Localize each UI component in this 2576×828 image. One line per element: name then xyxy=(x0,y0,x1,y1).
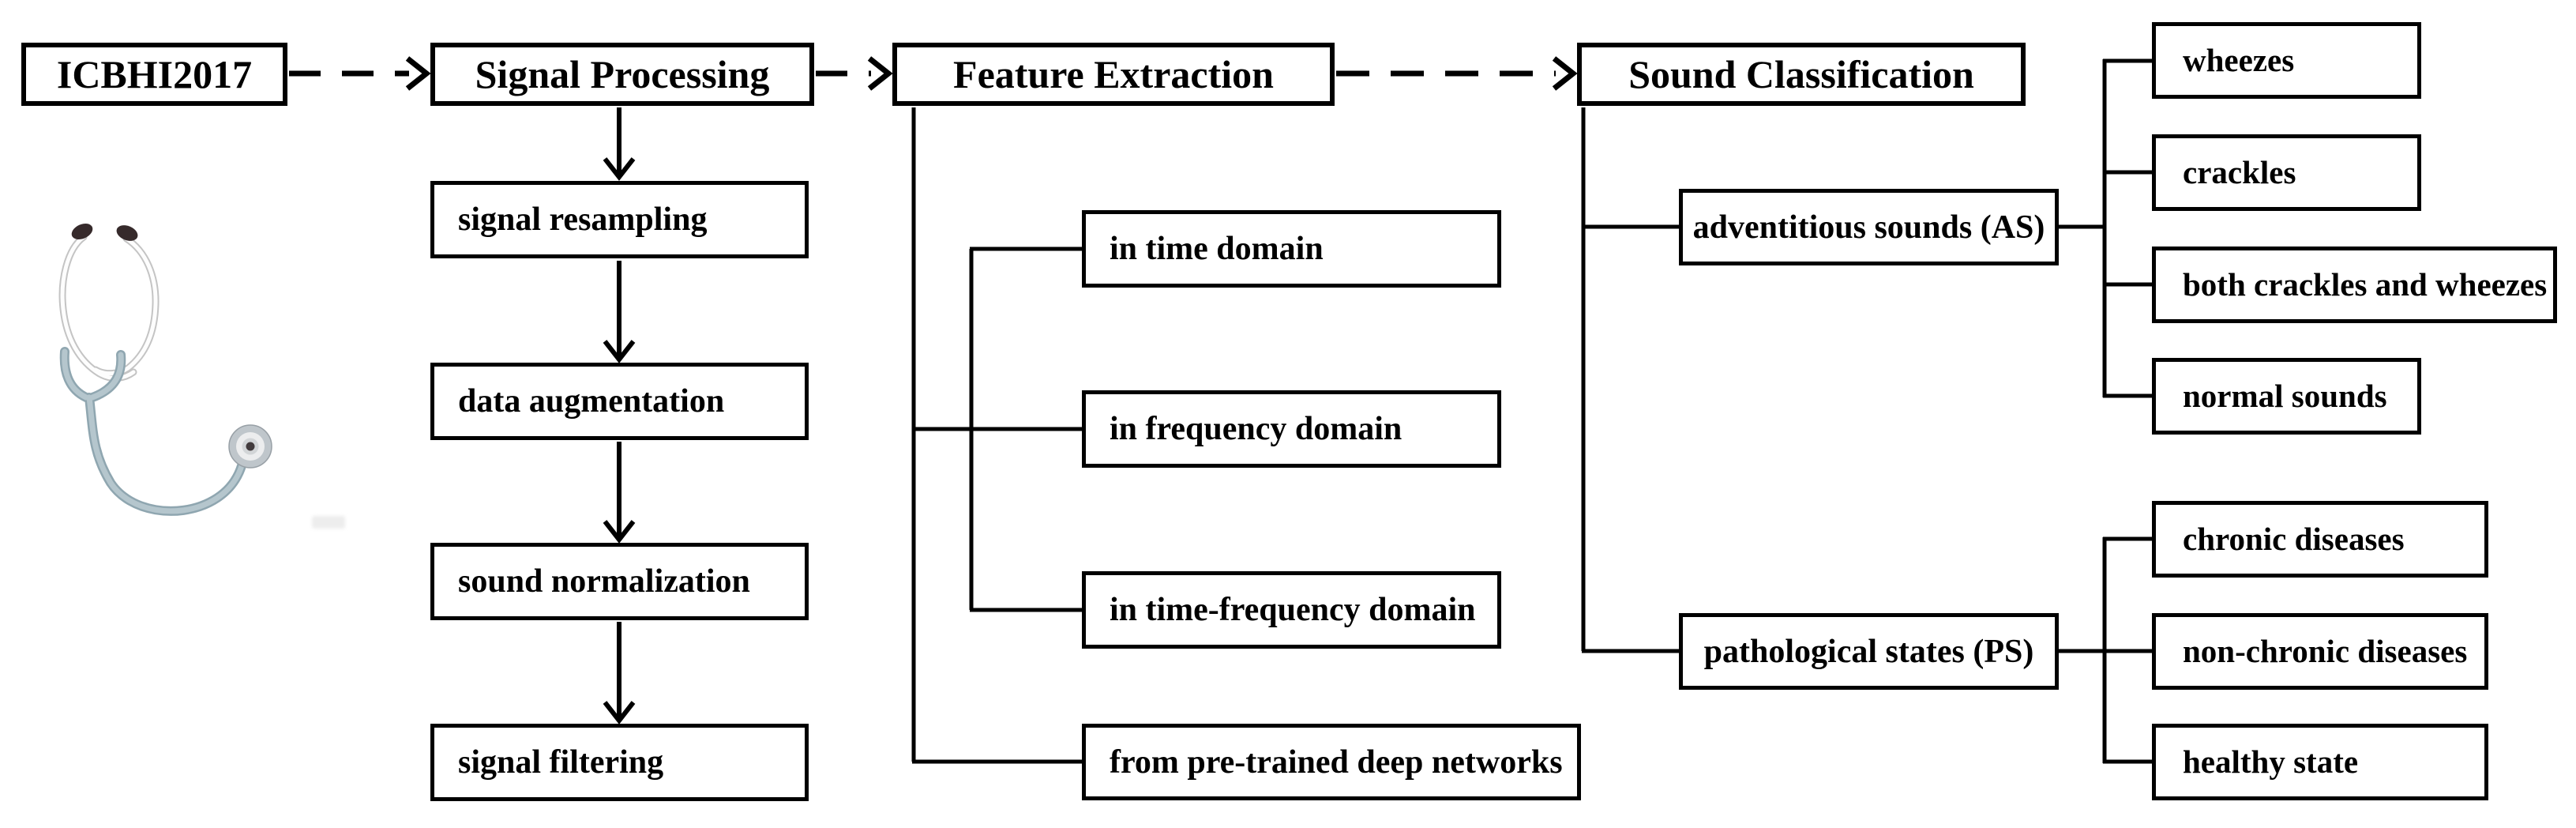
node-frequency-domain: in frequency domain xyxy=(1082,390,1501,468)
node-adventitious-sounds: adventitious sounds (AS) xyxy=(1679,189,2059,265)
node-chronic-diseases: chronic diseases xyxy=(2152,501,2488,578)
arrowhead-icon xyxy=(603,701,636,724)
node-pretrained-deep-networks: from pre-trained deep networks xyxy=(1082,724,1581,800)
node-sound-normalization: sound normalization xyxy=(430,543,809,620)
arrowhead-icon xyxy=(603,340,636,363)
node-crackles: crackles xyxy=(2152,134,2421,211)
arrowhead-icon xyxy=(867,56,893,91)
node-signal-filtering: signal filtering xyxy=(430,724,809,801)
node-icbhi2017: ICBHI2017 xyxy=(21,43,287,106)
chest-piece-icon xyxy=(228,424,272,469)
node-data-augmentation: data augmentation xyxy=(430,363,809,440)
ear-tip-icon xyxy=(71,223,93,240)
arrowhead-icon xyxy=(603,520,636,544)
node-healthy-state: healthy state xyxy=(2152,724,2488,800)
node-wheezes: wheezes xyxy=(2152,22,2421,99)
node-signal-resampling: signal resampling xyxy=(430,181,809,258)
node-signal-processing: Signal Processing xyxy=(430,43,814,106)
node-time-domain: in time domain xyxy=(1082,210,1501,288)
down-arrow-lines xyxy=(603,107,636,724)
node-feature-extraction: Feature Extraction xyxy=(892,43,1335,106)
stethoscope-illustration xyxy=(58,223,272,516)
node-sound-classification: Sound Classification xyxy=(1577,43,2026,106)
feature-extraction-bracket xyxy=(911,107,1083,764)
node-both-crackles-wheezes: both crackles and wheezes xyxy=(2152,247,2557,323)
pathological-states-bracket xyxy=(2056,536,2154,764)
dashed-arrow-lines xyxy=(289,56,1578,91)
arrowhead-icon xyxy=(603,157,636,181)
node-time-frequency-domain: in time-frequency domain xyxy=(1082,571,1501,649)
adventitious-sounds-bracket xyxy=(2056,58,2154,398)
ear-tip-icon xyxy=(116,225,138,241)
arrowhead-icon xyxy=(1552,56,1578,91)
sound-classification-bracket xyxy=(1581,107,1680,653)
node-normal-sounds: normal sounds xyxy=(2152,358,2421,435)
watermark xyxy=(312,516,345,529)
node-non-chronic-diseases: non-chronic diseases xyxy=(2152,613,2488,690)
arrowhead-icon xyxy=(405,56,431,91)
node-pathological-states: pathological states (PS) xyxy=(1679,613,2059,690)
